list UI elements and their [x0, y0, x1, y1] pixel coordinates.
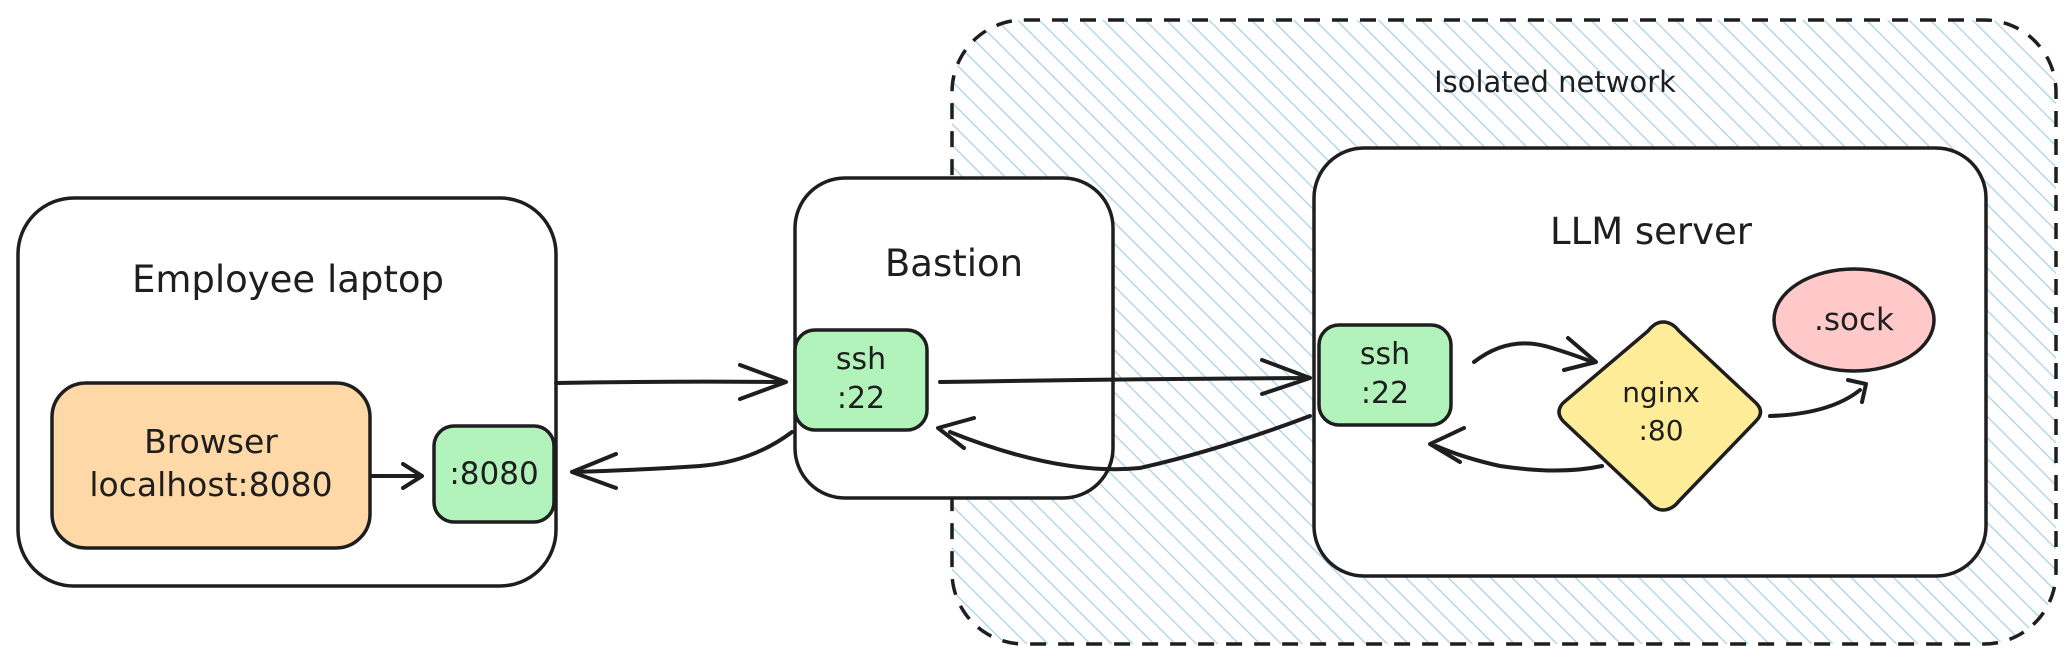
llm-ssh-port-label: :22 — [1361, 376, 1409, 411]
browser-label: Browser — [144, 422, 278, 461]
bastion-ssh-label: ssh — [836, 342, 886, 377]
llm-server-label: LLM server — [1550, 210, 1753, 253]
nginx-label: nginx — [1622, 376, 1700, 409]
nginx-port-label: :80 — [1638, 414, 1683, 447]
llm-ssh-label: ssh — [1360, 337, 1410, 372]
edge-nginx-to-sock — [1768, 378, 1868, 418]
edge-llm-return-to-bastion — [936, 414, 1312, 472]
bastion-ssh-port-label: :22 — [837, 381, 885, 416]
nginx-node[interactable]: nginx :80 — [1557, 314, 1768, 512]
sock-node[interactable]: .sock — [1772, 267, 1936, 373]
browser-node[interactable]: Browser localhost:8080 — [50, 381, 372, 550]
bastion-ssh-port[interactable]: ssh :22 — [793, 328, 929, 432]
edge-browser-to-8080 — [370, 462, 424, 490]
edge-llm-ssh-to-nginx — [1472, 336, 1598, 372]
browser-address-label: localhost:8080 — [89, 465, 332, 504]
edge-bastion-ssh-to-llm-ssh — [938, 358, 1312, 396]
sock-label: .sock — [1814, 302, 1894, 338]
llm-ssh-port[interactable]: ssh :22 — [1317, 323, 1453, 427]
isolated-network-label: Isolated network — [1434, 65, 1676, 99]
edge-nginx-return-to-llm-ssh — [1428, 426, 1604, 473]
local-port-8080[interactable]: :8080 — [432, 424, 556, 524]
edge-bastion-return-to-8080 — [570, 430, 794, 490]
edge-laptop-to-bastion-ssh — [554, 363, 788, 401]
local-port-label: :8080 — [449, 456, 538, 492]
employee-laptop-label: Employee laptop — [132, 258, 444, 301]
bastion-label: Bastion — [885, 242, 1023, 285]
